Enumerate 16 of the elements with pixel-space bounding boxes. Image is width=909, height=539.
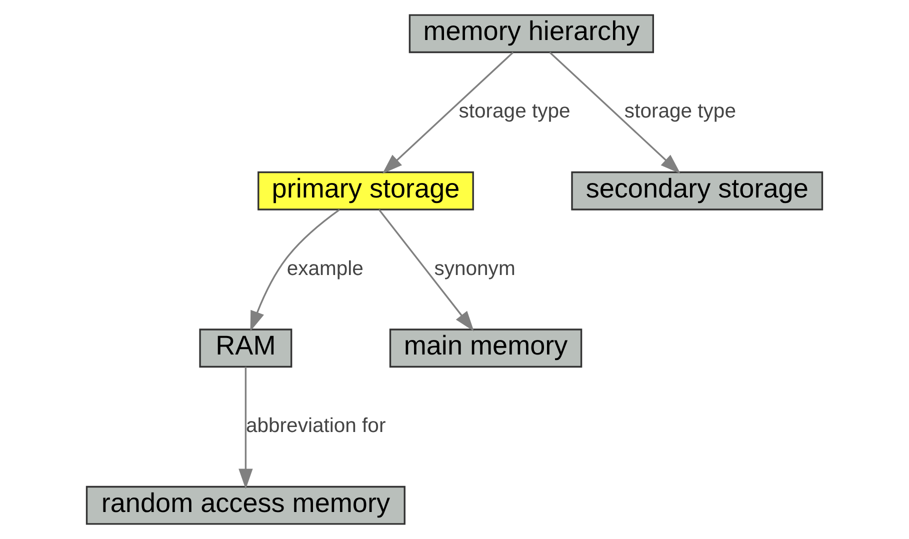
edge-label: storage type (458, 100, 570, 122)
node-box: RAM (199, 328, 292, 368)
node-box: primary storage (258, 171, 474, 210)
node-box: secondary storage (571, 171, 824, 210)
node-box: memory hierarchy (408, 14, 654, 54)
arrow (238, 366, 253, 490)
node-box: main memory (389, 328, 582, 368)
edge-label: storage type (624, 100, 736, 122)
edge-label: abbreviation for (246, 414, 386, 437)
arrow (382, 52, 514, 174)
arrow (549, 52, 681, 174)
node-box: random access memory (86, 486, 406, 525)
edge-label: example (286, 258, 364, 280)
arrow (250, 209, 340, 332)
arrow (378, 209, 474, 332)
edge-label: synonym (434, 258, 516, 280)
